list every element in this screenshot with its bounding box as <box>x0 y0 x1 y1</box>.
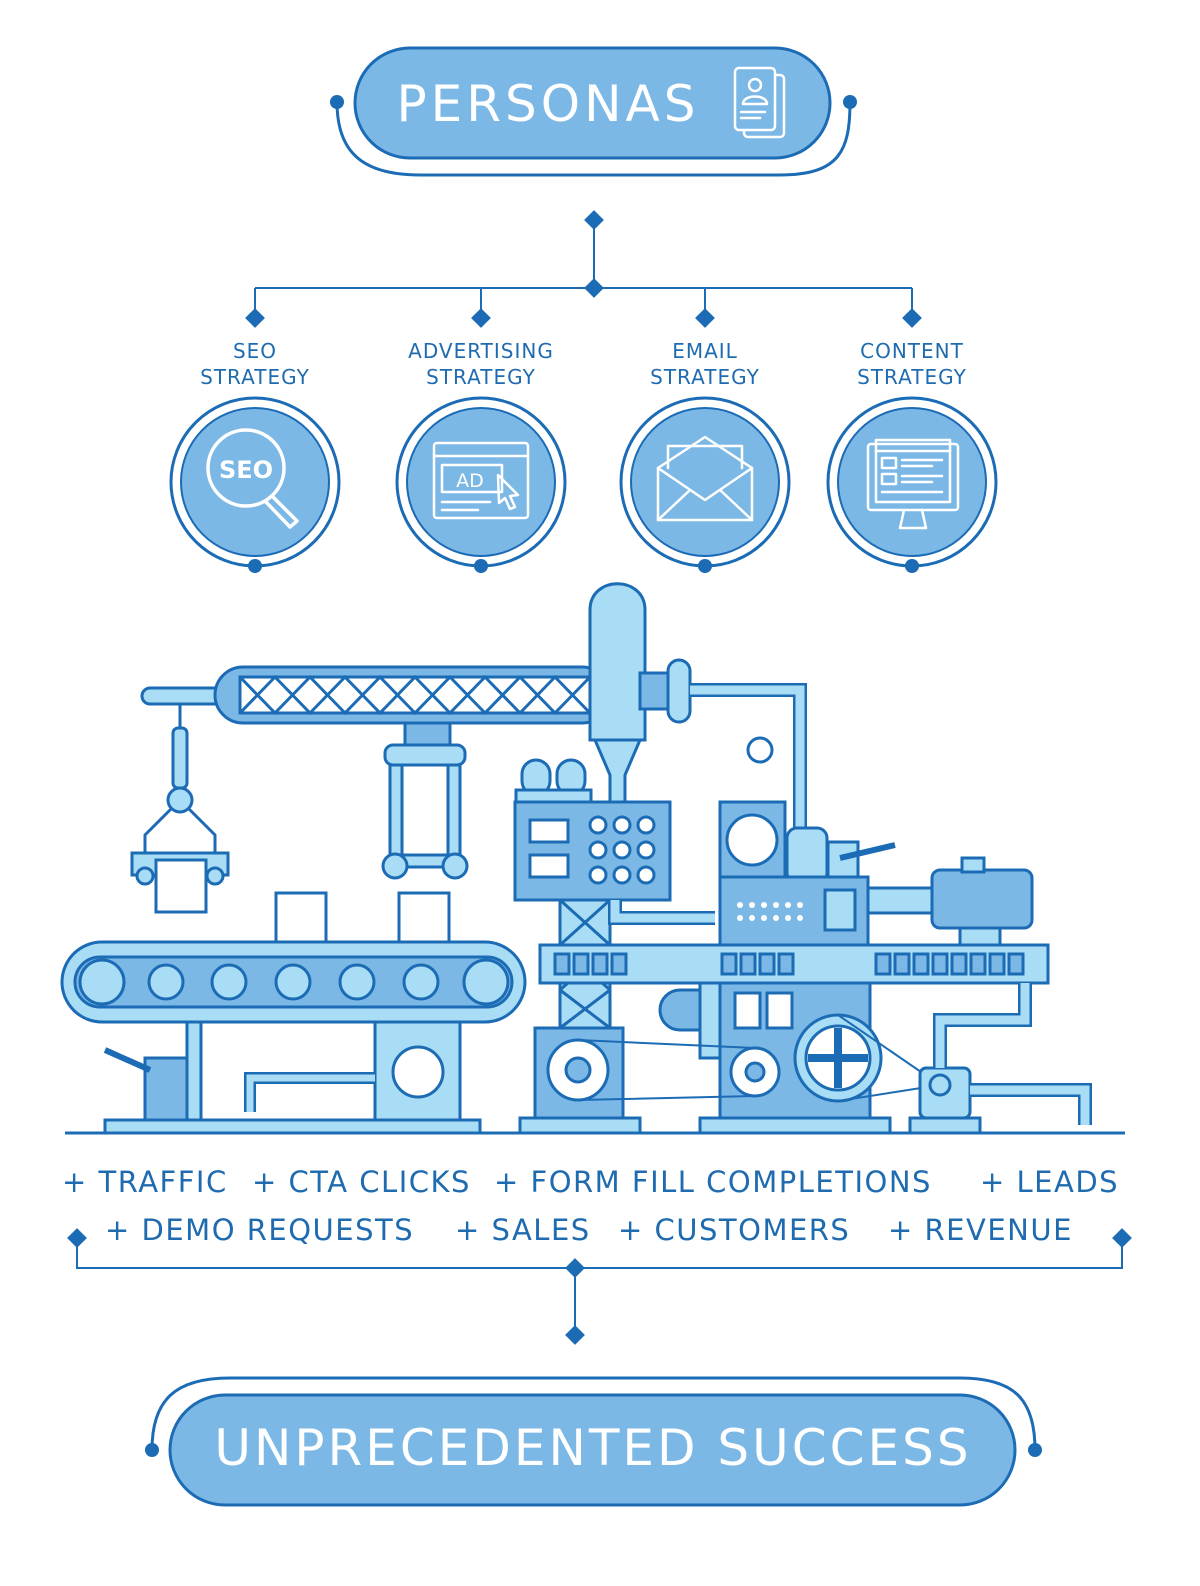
seo-magnifier-icon: SEO <box>206 428 299 529</box>
strategy-label: SEO <box>233 339 277 363</box>
strategy-label: STRATEGY <box>426 365 536 389</box>
outcome-item: + SALES <box>455 1213 591 1247</box>
envelope-icon <box>656 435 754 522</box>
persona-card-icon <box>733 66 786 139</box>
seo-icon-text: SEO <box>219 456 273 484</box>
outcome-item: + CTA CLICKS <box>252 1165 471 1199</box>
strategy-label: EMAIL <box>672 339 738 363</box>
ad-browser-icon: AD <box>432 441 530 520</box>
strategy-label: STRATEGY <box>200 365 310 389</box>
strategy-seo: SEO STRATEGY SEO <box>169 339 341 573</box>
strategy-connector <box>245 210 922 328</box>
outcome-item: + TRAFFIC <box>62 1165 228 1199</box>
outcome-item: + REVENUE <box>888 1213 1073 1247</box>
strategy-advertising: ADVERTISING STRATEGY AD <box>395 339 567 573</box>
strategy-label: CONTENT <box>860 339 964 363</box>
outcome-item: + LEADS <box>980 1165 1119 1199</box>
outcome-connector <box>67 1228 1132 1345</box>
footer-title: UNPRECEDENTED SUCCESS <box>214 1419 971 1477</box>
outcomes: + TRAFFIC + CTA CLICKS + FORM FILL COMPL… <box>62 1165 1119 1247</box>
strategy-label: STRATEGY <box>650 365 760 389</box>
strategy-label: ADVERTISING <box>408 339 554 363</box>
strategy-content: CONTENT STRATEGY <box>826 339 998 573</box>
ad-icon-text: AD <box>456 470 484 492</box>
strategy-label: STRATEGY <box>857 365 967 389</box>
outcome-item: + CUSTOMERS <box>618 1213 850 1247</box>
factory-machine-illustration <box>60 582 1125 1135</box>
personas-header: PERSONAS <box>330 46 857 177</box>
header-title: PERSONAS <box>397 75 700 133</box>
outcome-item: + FORM FILL COMPLETIONS <box>494 1165 932 1199</box>
success-footer: UNPRECEDENTED SUCCESS <box>145 1376 1042 1507</box>
outcome-item: + DEMO REQUESTS <box>105 1213 414 1247</box>
monitor-content-icon <box>866 438 960 530</box>
strategy-email: EMAIL STRATEGY <box>619 339 791 573</box>
